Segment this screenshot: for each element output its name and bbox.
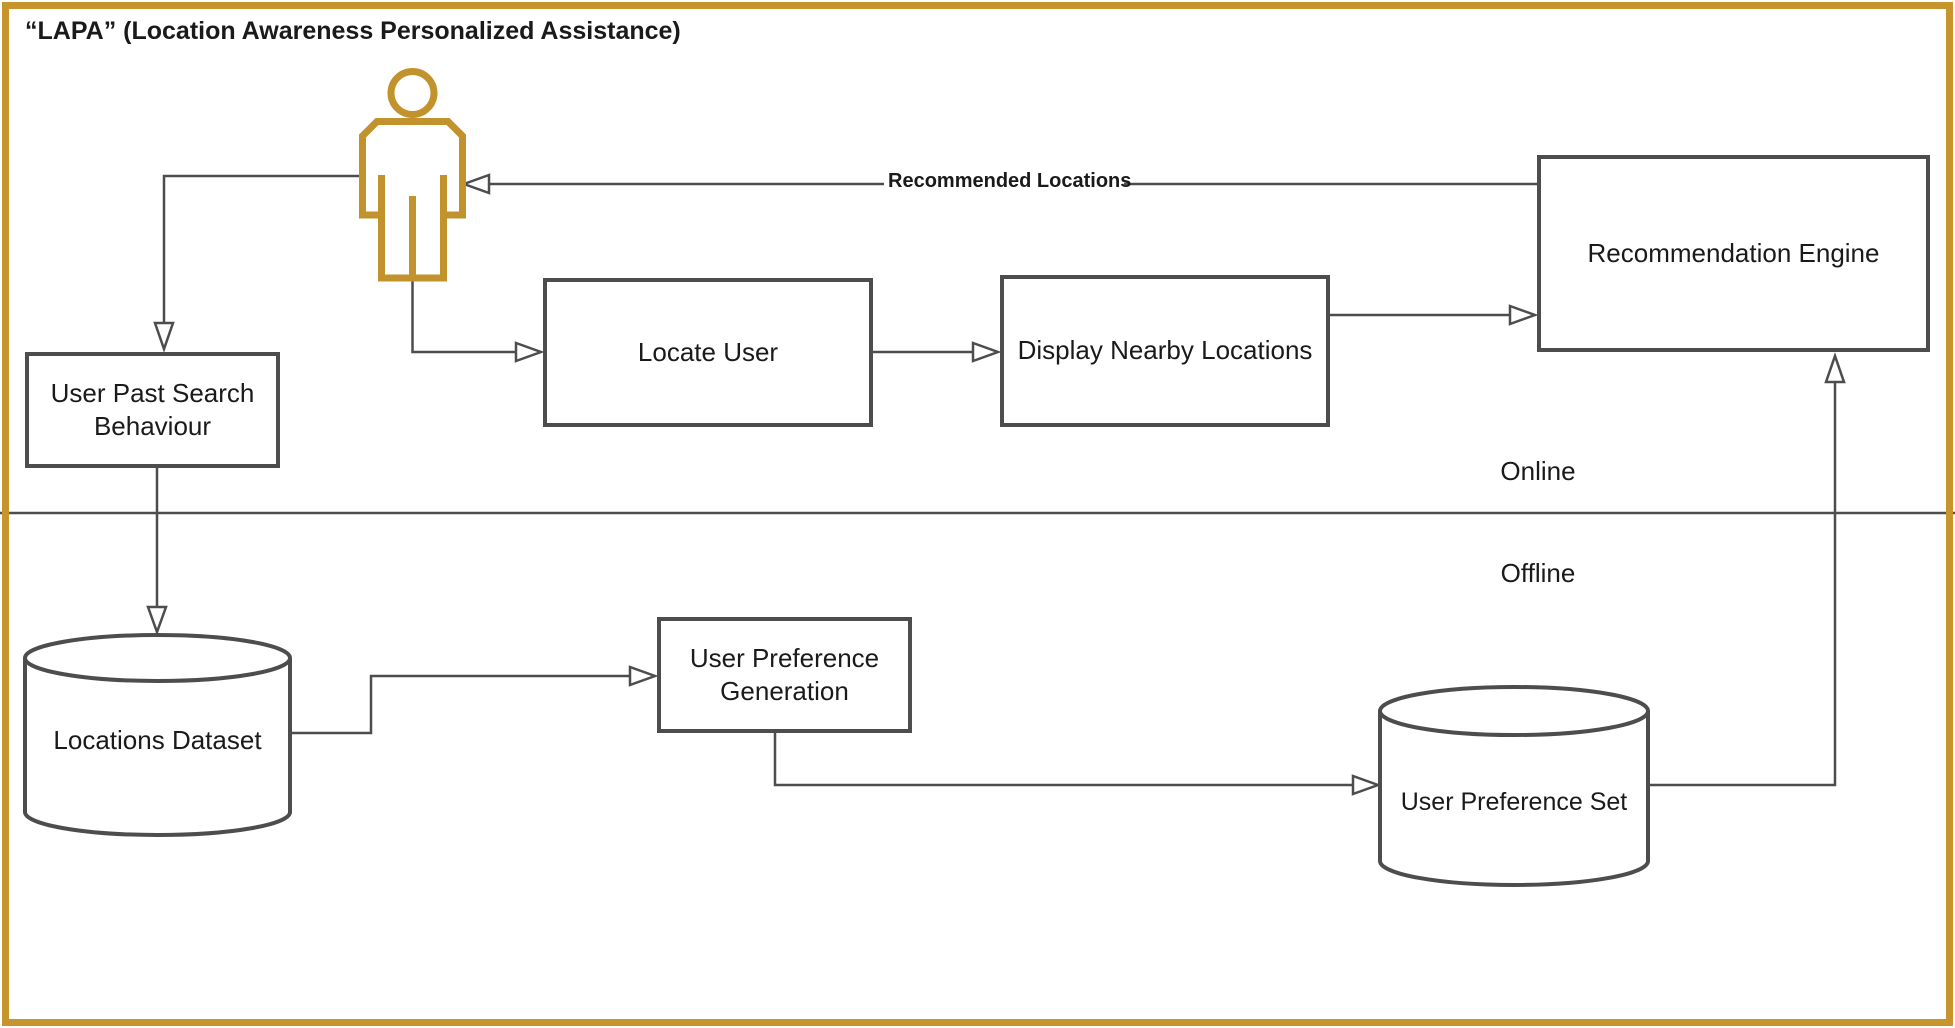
locations-dataset-top (23, 633, 292, 683)
user-preference-generation-box: User Preference Generation (657, 617, 912, 733)
edge-actor-to-locate-user (411, 278, 517, 354)
locate-user-box: Locate User (543, 278, 873, 427)
user-preference-set-label: User Preference Set (1400, 788, 1628, 816)
edge-dataset-to-prefgen (290, 674, 631, 735)
actor-body (359, 118, 466, 282)
actor-head (387, 68, 438, 118)
online-label: Online (1500, 456, 1576, 486)
user-preference-set-cylinder (1378, 685, 1650, 887)
arrowhead-into-locate-user (514, 341, 545, 363)
arrowhead-into-prefgen (628, 665, 659, 687)
display-nearby-locations-box: Display Nearby Locations (1000, 275, 1330, 427)
arrowhead-into-dataset (146, 605, 168, 636)
arrowhead-into-actor (460, 173, 491, 195)
recommended-locations-label: Recommended Locations (884, 170, 1131, 193)
arrowhead-into-engine-bottom (1824, 352, 1846, 384)
arrowhead-into-display (971, 341, 1002, 363)
user-preference-set-body (1378, 711, 1650, 887)
locations-dataset-cylinder (23, 633, 292, 837)
recommendation-engine-box: Recommendation Engine (1537, 155, 1930, 352)
diagram-title: “LAPA” (Location Awareness Personalized … (25, 17, 681, 45)
user-preference-set-top (1378, 685, 1650, 737)
edge-actor-to-past-search (162, 174, 363, 322)
edge-prefgen-to-prefset (773, 733, 1354, 787)
locations-dataset-label: Locations Dataset (53, 725, 262, 755)
edge-prefset-to-engine (1648, 381, 1837, 787)
offline-label: Offline (1500, 558, 1576, 588)
locations-dataset-body (23, 658, 292, 837)
arrowhead-into-engine-left (1508, 304, 1539, 326)
arrowhead-into-past-search (153, 321, 175, 353)
user-actor-icon (359, 68, 466, 282)
user-past-search-box: User Past Search Behaviour (25, 352, 280, 468)
arrowhead-into-prefset (1351, 774, 1382, 796)
